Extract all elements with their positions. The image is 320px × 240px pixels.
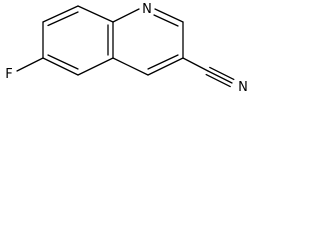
bond-c3-c4 [147, 57, 184, 76]
fluorine-label: F [5, 67, 12, 82]
nitrile-triple-bond-lower [205, 73, 231, 88]
nitrile-triple-bond-center [207, 70, 233, 84]
bond-c3-cn [182, 57, 209, 72]
bond-c6-c5 [42, 57, 79, 76]
nitrile-nitrogen-label: N [238, 80, 248, 95]
bond-c8-c7 [42, 5, 79, 23]
bond-c6-f [16, 57, 44, 72]
bond-c8a-n1 [112, 8, 140, 23]
bond-c8a-c8 [77, 5, 114, 23]
bond-c4-c4a [112, 57, 149, 76]
nitrile-triple-bond-upper [209, 66, 235, 81]
bond-c5-c4a [77, 57, 114, 76]
bond-n1-c2 [154, 8, 184, 23]
ring-nitrogen-label: N [142, 2, 152, 17]
quinoline-structure-diagram: N F N [5, 2, 248, 95]
bond-c8-c7-inner [47, 11, 79, 27]
bond-n1-c2-inner [153, 14, 179, 27]
bond-c3-c4-inner [147, 54, 179, 70]
bond-c6-c5-inner [47, 54, 79, 70]
